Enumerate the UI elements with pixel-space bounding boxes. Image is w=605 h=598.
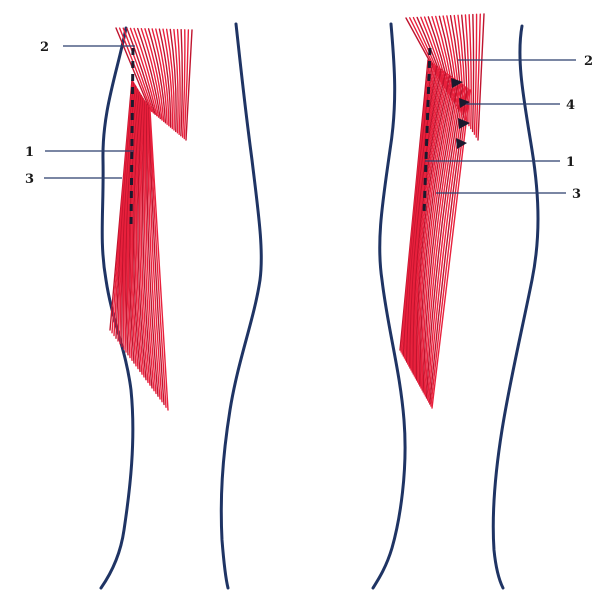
left-leg-outline-right	[221, 24, 261, 588]
left-muscle-upper	[116, 28, 192, 140]
right-leg-outline-left	[373, 24, 405, 588]
muscle-fiber	[181, 30, 182, 136]
muscle-fiber	[473, 15, 474, 132]
left-muscle-main	[110, 80, 168, 410]
right-leg: 2 4 1 3	[373, 14, 593, 588]
muscle-fiber	[474, 14, 476, 134]
right-label-2: 2	[584, 54, 593, 69]
left-label-2: 2	[40, 40, 49, 55]
right-muscle-main	[400, 60, 470, 408]
right-label-3: 3	[572, 187, 581, 202]
left-label-3: 3	[25, 172, 34, 187]
left-label-1: 1	[25, 145, 34, 160]
right-label-1: 1	[566, 155, 575, 170]
left-leg: 2 1 3	[25, 24, 261, 588]
right-label-4: 4	[566, 98, 575, 113]
right-leg-outline-right	[493, 26, 538, 588]
